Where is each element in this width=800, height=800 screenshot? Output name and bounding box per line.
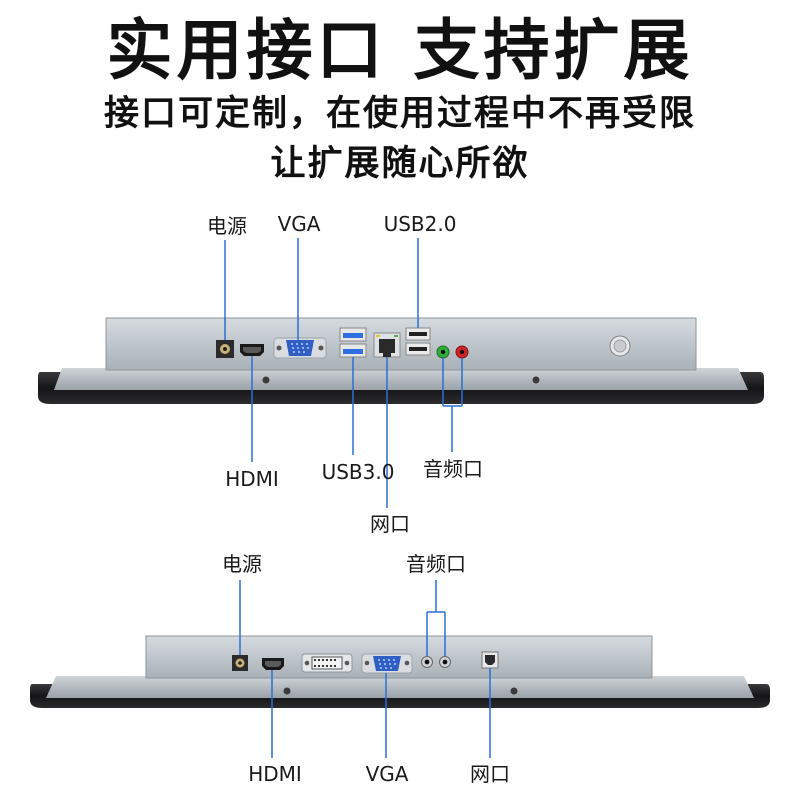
page-title: 实用接口 支持扩展 — [106, 12, 694, 89]
power-port-icon — [216, 340, 234, 358]
hdmi-port-icon — [262, 658, 284, 670]
label-audio: 音频口 — [423, 457, 483, 481]
screw-icon — [283, 687, 291, 695]
label-lan-b: 网口 — [470, 762, 510, 786]
audio-port-icon — [421, 656, 451, 668]
subtitle-line-2: 让扩展随心所欲 — [270, 144, 530, 184]
power-port-icon — [232, 655, 248, 671]
model-a-panel — [38, 238, 764, 508]
model-b-leader-lines — [239, 580, 491, 758]
screw-icon — [262, 376, 270, 384]
screw-icon — [510, 687, 518, 695]
label-vga: VGA — [277, 212, 321, 236]
usb3-port-icon — [339, 327, 367, 358]
vga-port-icon — [273, 337, 327, 359]
lan-port-icon — [373, 332, 401, 358]
label-power-b: 电源 — [222, 552, 262, 576]
power-button-icon — [609, 335, 631, 357]
label-usb3: USB3.0 — [321, 460, 395, 484]
hdmi-port-icon — [240, 344, 264, 356]
model-a-chassis — [105, 317, 697, 371]
label-power: 电源 — [207, 214, 247, 238]
subtitle-line-1: 接口可定制，在使用过程中不再受限 — [103, 94, 696, 134]
model-b-strip — [46, 676, 754, 698]
audio-port-icon — [436, 345, 469, 359]
screw-icon — [532, 376, 540, 384]
label-hdmi: HDMI — [225, 467, 279, 491]
label-usb2: USB2.0 — [383, 212, 457, 236]
lan-port-icon — [481, 651, 499, 669]
label-hdmi-b: HDMI — [248, 762, 302, 786]
model-a-strip — [54, 368, 748, 390]
model-b-panel — [30, 580, 770, 758]
dvi-port-icon — [301, 653, 353, 673]
vga-port-icon — [361, 653, 413, 674]
label-lan: 网口 — [370, 512, 410, 536]
label-vga-b: VGA — [365, 762, 409, 786]
label-audio-b: 音频口 — [406, 552, 466, 576]
model-a-leader-lines — [224, 238, 463, 508]
